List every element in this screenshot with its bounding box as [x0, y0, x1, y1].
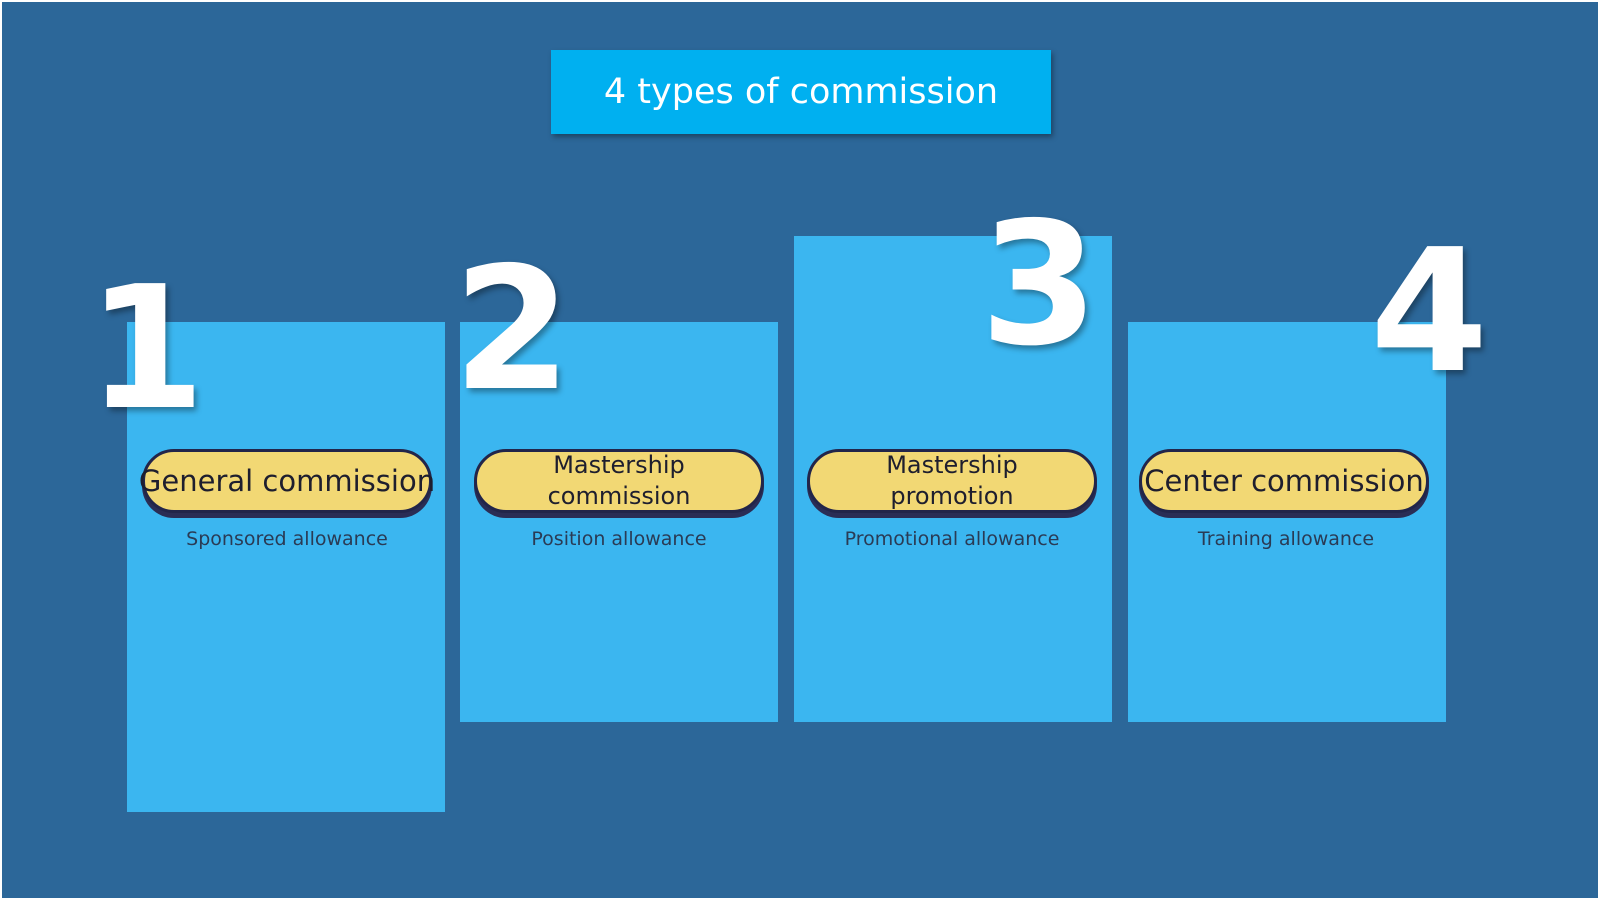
commission-label-3-line-2: promotion [890, 482, 1014, 510]
commission-label-4-text: Center commission [1144, 463, 1424, 498]
title-banner: 4 types of commission [551, 50, 1051, 134]
commission-subtitle-1: Sponsored allowance [186, 528, 388, 550]
commission-card-1 [127, 322, 445, 812]
commission-label-4: Center commission [1139, 449, 1429, 513]
commission-number-2: 2 [453, 231, 572, 429]
commission-subtitle-4: Training allowance [1197, 528, 1375, 550]
commission-label-3: Mastership promotion [807, 449, 1097, 513]
slide-title: 4 types of commission [603, 72, 999, 112]
commission-number-1: 1 [87, 250, 206, 448]
commission-label-3-line-1: Mastership [886, 451, 1018, 479]
commission-subtitle-3: Promotional allowance [844, 528, 1060, 550]
commission-number-4: 4 [1370, 213, 1489, 411]
commission-card-2 [460, 322, 778, 722]
commission-label-1: General commission [138, 449, 436, 513]
commission-label-2-line-1: Mastership [553, 451, 685, 479]
commission-subtitle-2: Position allowance [531, 528, 707, 550]
commission-label-2-text: Mastership commission [548, 450, 691, 512]
commission-number-3: 3 [980, 186, 1099, 384]
commission-label-2: Mastership commission [474, 449, 764, 513]
commission-label-1-text: General commission [138, 463, 436, 498]
commission-label-3-text: Mastership promotion [886, 450, 1018, 512]
commission-label-2-line-2: commission [547, 482, 691, 510]
commission-card-4 [1128, 322, 1446, 722]
